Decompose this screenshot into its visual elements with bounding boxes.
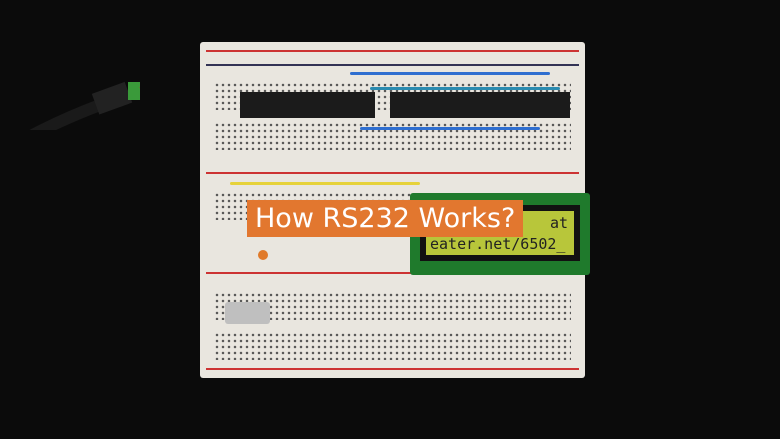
memory-chip xyxy=(390,92,570,118)
title-overlay: How RS232 Works? xyxy=(247,200,524,237)
cpu-chip xyxy=(240,92,375,118)
capacitor xyxy=(258,250,268,260)
power-jack-cable xyxy=(29,81,140,130)
crystal-oscillator xyxy=(225,302,270,324)
